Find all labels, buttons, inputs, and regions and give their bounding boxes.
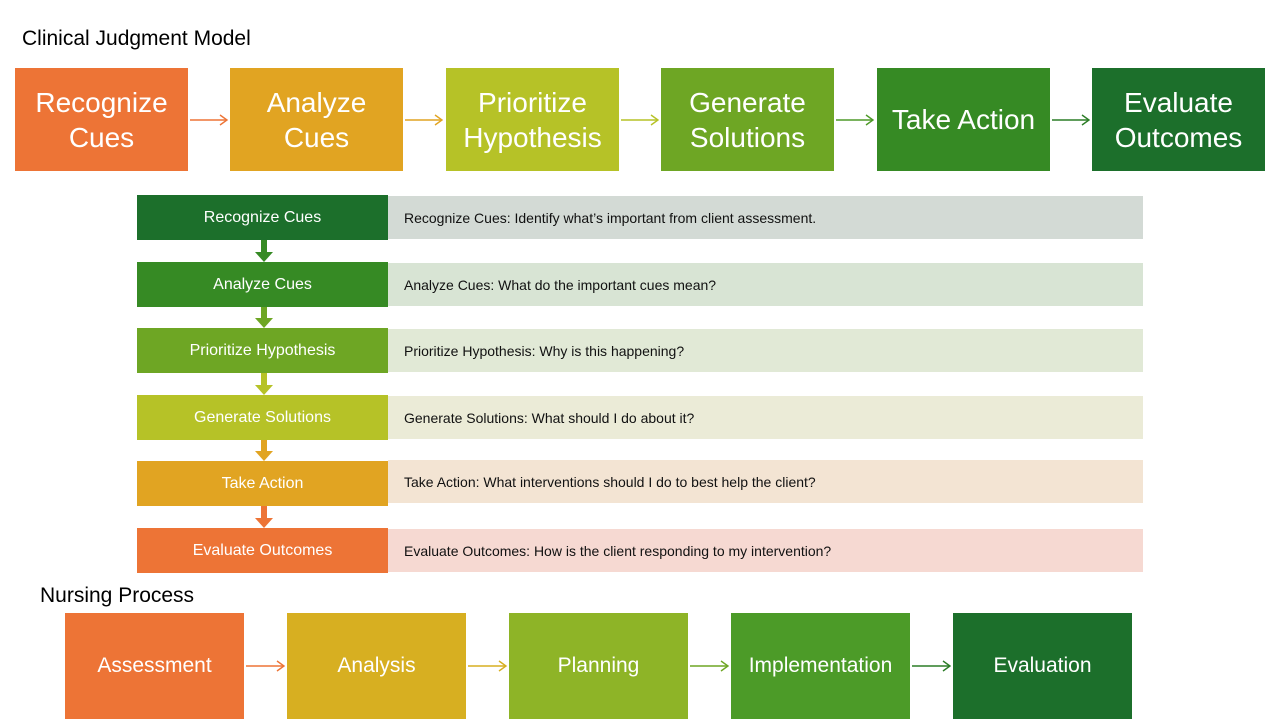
row-desc-recognize-cues: Recognize Cues: Identify what’s importan… <box>388 195 1143 240</box>
arrow-right-icon <box>405 114 444 126</box>
np-step-assessment: Assessment <box>65 613 244 719</box>
cjm-step-evaluate-outcomes: Evaluate Outcomes <box>1092 68 1265 171</box>
np-step-implementation: Implementation <box>731 613 910 719</box>
row-label-prioritize-hypothesis: Prioritize Hypothesis <box>137 328 388 373</box>
arrow-right-icon <box>246 660 286 672</box>
cjm-step-analyze-cues: Analyze Cues <box>230 68 403 171</box>
arrow-right-icon <box>836 114 875 126</box>
np-step-evaluation: Evaluation <box>953 613 1132 719</box>
row-label-evaluate-outcomes: Evaluate Outcomes <box>137 528 388 573</box>
cjm-step-prioritize-hypothesis: Prioritize Hypothesis <box>446 68 619 171</box>
arrow-down-icon <box>255 240 273 262</box>
row-desc-prioritize-hypothesis: Prioritize Hypothesis: Why is this happe… <box>388 328 1143 373</box>
arrow-right-icon <box>912 660 952 672</box>
arrow-down-icon <box>255 373 273 395</box>
cjm-step-recognize-cues: Recognize Cues <box>15 68 188 171</box>
row-desc-take-action: Take Action: What interventions should I… <box>388 459 1143 504</box>
arrow-right-icon <box>468 660 508 672</box>
cjm-step-generate-solutions: Generate Solutions <box>661 68 834 171</box>
arrow-right-icon <box>621 114 660 126</box>
row-label-generate-solutions: Generate Solutions <box>137 395 388 440</box>
arrow-right-icon <box>1052 114 1091 126</box>
np-step-planning: Planning <box>509 613 688 719</box>
arrow-down-icon <box>255 307 273 328</box>
cjm-step-take-action: Take Action <box>877 68 1050 171</box>
arrow-right-icon <box>190 114 229 126</box>
arrow-down-icon <box>255 506 273 528</box>
clinical-judgment-title: Clinical Judgment Model <box>22 27 251 50</box>
nursing-process-title: Nursing Process <box>40 584 195 607</box>
row-label-analyze-cues: Analyze Cues <box>137 262 388 307</box>
row-label-take-action: Take Action <box>137 461 388 506</box>
row-desc-analyze-cues: Analyze Cues: What do the important cues… <box>388 262 1143 307</box>
row-label-recognize-cues: Recognize Cues <box>137 195 388 240</box>
arrow-right-icon <box>690 660 730 672</box>
np-step-analysis: Analysis <box>287 613 466 719</box>
arrow-down-icon <box>255 440 273 461</box>
row-desc-evaluate-outcomes: Evaluate Outcomes: How is the client res… <box>388 528 1143 573</box>
row-desc-generate-solutions: Generate Solutions: What should I do abo… <box>388 395 1143 440</box>
